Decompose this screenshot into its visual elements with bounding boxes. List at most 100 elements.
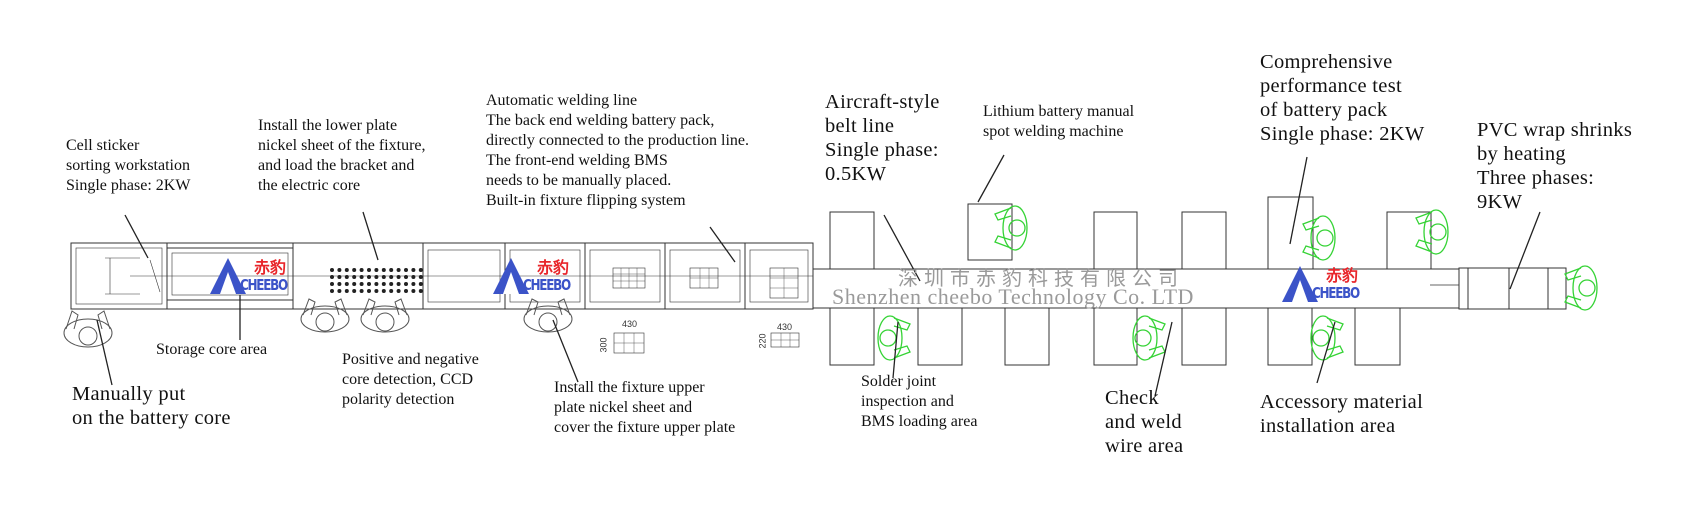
- label-positive-negative: Positive and negative core detection, CC…: [342, 351, 479, 408]
- table-top-3: [1093, 211, 1138, 270]
- battery-cell-dot: [367, 282, 371, 286]
- table-top-4: [1181, 211, 1227, 270]
- leader-accessory: [1316, 321, 1336, 384]
- operator-icon-bottom-4: [1310, 315, 1344, 361]
- label-manually-put: Manually put on the battery core: [72, 383, 231, 429]
- battery-cell-dot: [404, 282, 408, 286]
- battery-cell-dot: [330, 282, 334, 286]
- table-top-1: [829, 211, 875, 270]
- leader-solder-joint: [892, 321, 899, 379]
- battery-cell-dot: [374, 282, 379, 286]
- dim-300: 300: [598, 337, 609, 353]
- leader-comprehensive: [1289, 156, 1308, 245]
- battery-cell-dot: [330, 275, 334, 279]
- battery-cell-dot: [404, 289, 408, 293]
- label-pvc-wrap: PVC wrap shrinks by heating Three phases…: [1477, 119, 1633, 213]
- battery-cell-dot: [352, 282, 357, 286]
- operator-icon-4: [523, 298, 573, 333]
- table-bottom-2: [917, 307, 963, 366]
- watermark-english: Shenzhen cheebo Technology Co. LTD: [832, 284, 1194, 309]
- battery-cell-dot: [389, 268, 394, 272]
- battery-cell-dot: [367, 275, 371, 279]
- battery-cell-dot: [396, 282, 401, 286]
- leader-pvc: [1509, 211, 1541, 290]
- battery-cell-dot: [337, 268, 342, 272]
- battery-cell-dot: [367, 268, 371, 272]
- dim-220: 220: [757, 333, 768, 349]
- operator-icon-1: [63, 310, 113, 348]
- battery-cell-dot: [411, 268, 416, 272]
- operator-icon-bottom-1: [877, 315, 911, 361]
- battery-cell-dot: [396, 268, 401, 272]
- battery-cell-dot: [381, 289, 386, 293]
- operator-icon-top-4: [1302, 215, 1336, 261]
- battery-cell-dot: [396, 275, 401, 279]
- leader-spot-welder: [977, 154, 1005, 203]
- table-bottom-5: [1181, 307, 1227, 366]
- battery-cell-dot: [344, 289, 349, 293]
- operator-icon-3: [360, 298, 410, 333]
- label-install-upper: Install the fixture upper plate nickel s…: [554, 379, 736, 436]
- table-bottom-6: [1267, 307, 1313, 366]
- battery-cell-dot: [359, 275, 364, 279]
- battery-cell-dot: [359, 282, 364, 286]
- battery-cell-dot: [389, 289, 394, 293]
- battery-cell-dot: [359, 268, 364, 272]
- battery-cell-dot: [404, 268, 408, 272]
- label-lithium-spot-welder: Lithium battery manual spot welding mach…: [983, 103, 1135, 140]
- leader-aircraft-belt: [883, 214, 921, 282]
- table-bottom-3: [1004, 307, 1050, 366]
- battery-cell-dot: [344, 268, 349, 272]
- label-solder-joint: Solder joint inspection and BMS loading …: [861, 373, 978, 430]
- cheebo-logo-1: 赤豹 CHEEBO: [208, 256, 304, 296]
- logo-triangle-icon: [1282, 266, 1318, 302]
- table-bottom-7: [1354, 307, 1401, 366]
- operator-icon-2: [300, 298, 350, 333]
- battery-cell-dot: [359, 289, 364, 293]
- pvc-shrink-machine: [1458, 267, 1567, 310]
- battery-cell-dot: [337, 282, 342, 286]
- battery-cell-dot: [381, 275, 386, 279]
- battery-cell-dot: [411, 282, 416, 286]
- cheebo-logo-3: 赤豹 CHEEBO: [1280, 264, 1376, 304]
- label-aircraft-belt: Aircraft-style belt line Single phase: 0…: [825, 91, 940, 185]
- battery-cell-dot: [418, 282, 423, 286]
- leader-install-lower: [362, 211, 379, 261]
- logo-triangle-icon: [210, 258, 246, 294]
- logo-triangle-icon: [493, 258, 529, 294]
- label-cell-sticker: Cell sticker sorting workstation Single …: [66, 137, 191, 194]
- label-check-weld: Check and weld wire area: [1105, 387, 1184, 457]
- leader-auto-welding: [709, 226, 736, 263]
- battery-cell-dot: [352, 275, 357, 279]
- table-bottom-4: [1093, 307, 1138, 366]
- battery-cell-dot: [381, 282, 386, 286]
- operator-icon-bottom-3: [1132, 315, 1166, 361]
- battery-cell-dot: [381, 268, 386, 272]
- operator-icon-pvc: [1564, 265, 1598, 311]
- battery-cell-dot: [418, 268, 423, 272]
- battery-cell-dot: [367, 289, 371, 293]
- battery-cell-dot: [337, 289, 342, 293]
- battery-cell-dot: [374, 275, 379, 279]
- operator-icon-spot-welder: [994, 205, 1028, 251]
- dim-430-right: 430: [777, 322, 793, 332]
- label-install-lower: Install the lower plate nickel sheet of …: [258, 117, 426, 194]
- battery-cell-dot: [411, 289, 416, 293]
- label-storage-core: Storage core area: [156, 341, 268, 358]
- battery-cell-dot: [396, 289, 401, 293]
- battery-cell-dot: [411, 275, 416, 279]
- dim-430-left: 430: [622, 319, 638, 329]
- battery-cell-dot: [374, 289, 379, 293]
- cheebo-logo-2: 赤豹 CHEEBO: [491, 256, 587, 296]
- battery-cell-dot: [352, 268, 357, 272]
- leader-install-upper: [552, 319, 579, 383]
- battery-cell-dot: [418, 275, 423, 279]
- battery-cell-dot: [374, 268, 379, 272]
- operator-icon-top-5: [1415, 209, 1449, 255]
- battery-cell-dot: [344, 282, 349, 286]
- battery-cell-dot: [330, 289, 334, 293]
- battery-cell-dot: [330, 268, 334, 272]
- label-comprehensive-test: Comprehensive performance test of batter…: [1260, 51, 1425, 145]
- leader-cell-sticker: [124, 214, 149, 259]
